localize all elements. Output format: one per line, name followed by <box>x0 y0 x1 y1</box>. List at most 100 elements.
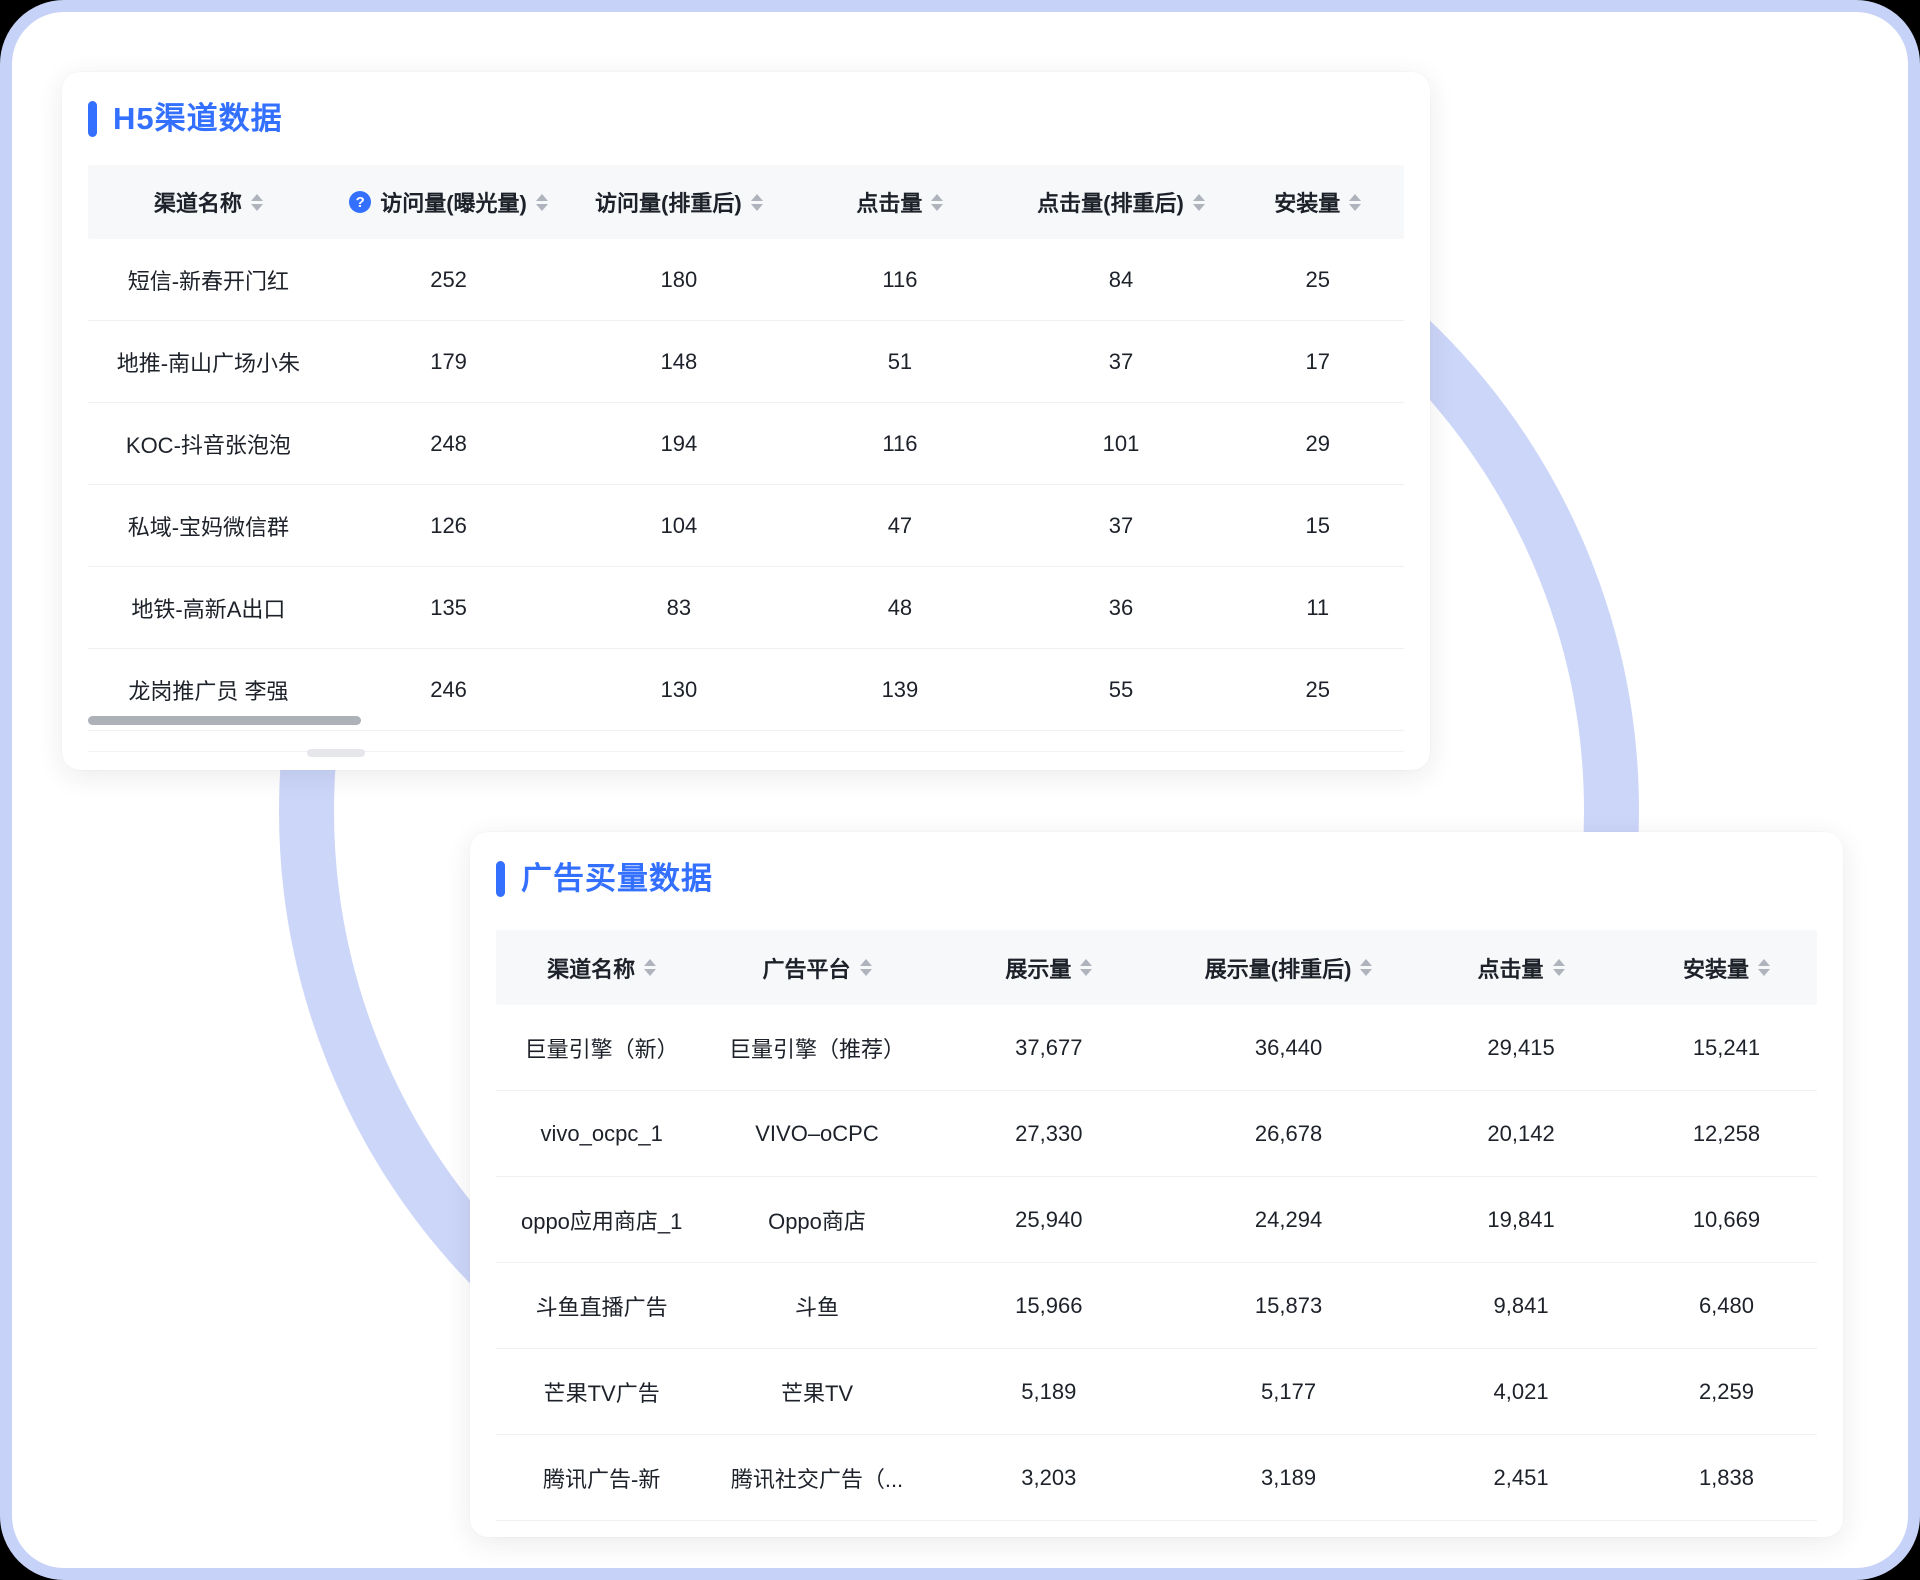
cell-value: 148 <box>660 348 698 374</box>
clipped-row-divider <box>88 751 1404 752</box>
cell-platform: Oppo商店 <box>768 1208 866 1234</box>
cell-value: 5,189 <box>1021 1378 1077 1404</box>
cell-value: 51 <box>887 348 913 374</box>
cell-value: 37 <box>1108 512 1134 538</box>
cell-value: 26,678 <box>1254 1120 1323 1146</box>
cell-channel-name: 地推-南山广场小朱 <box>116 350 301 376</box>
column-header-visits-dedup[interactable]: 访问量(排重后) <box>568 186 789 218</box>
cell-value: 116 <box>882 430 918 456</box>
ad-table: 渠道名称 广告平台 展示量 展示量(排重后) 点击量 安装量 <box>496 930 1817 1521</box>
sort-icon <box>250 193 263 211</box>
cell-value: 179 <box>430 348 467 374</box>
column-label: 展示量 <box>1005 956 1072 982</box>
column-header-installs[interactable]: 安装量 <box>1636 952 1817 984</box>
cell-value: 15,873 <box>1254 1292 1323 1318</box>
cell-platform: VIVO–oCPC <box>755 1120 879 1146</box>
column-label: 点击量(排重后) <box>1037 191 1184 216</box>
column-header-clicks-dedup[interactable]: 点击量(排重后) <box>1010 186 1231 218</box>
cell-value: 3,203 <box>1021 1464 1077 1490</box>
cell-value: 4,021 <box>1493 1378 1549 1404</box>
table-row: 巨量引擎（新） 巨量引擎（推荐） 37,677 36,440 29,415 15… <box>496 1005 1817 1091</box>
column-header-ad-platform[interactable]: 广告平台 <box>707 952 926 984</box>
horizontal-scrollbar-thumb[interactable] <box>88 716 361 725</box>
cell-platform: 腾讯社交广告（... <box>730 1466 904 1492</box>
cell-value: 2,259 <box>1698 1378 1754 1404</box>
cell-channel-name: 龙岗推广员 李强 <box>128 678 289 704</box>
h5-card-header: H5渠道数据 <box>62 72 1430 138</box>
cell-channel-name: 腾讯广告-新 <box>543 1466 661 1492</box>
cell-channel-name: 斗鱼直播广告 <box>535 1294 668 1320</box>
cell-value: 2,451 <box>1493 1464 1549 1490</box>
table-row: 芒果TV广告 芒果TV 5,189 5,177 4,021 2,259 <box>496 1349 1817 1435</box>
sort-icon <box>1080 959 1093 976</box>
cell-value: 15 <box>1305 512 1330 538</box>
cell-value: 3,189 <box>1261 1464 1317 1490</box>
sort-icon <box>1757 959 1770 976</box>
cell-value: 15,966 <box>1015 1292 1083 1318</box>
cell-value: 135 <box>430 594 467 620</box>
cell-platform: 巨量引擎（推荐） <box>728 1036 905 1062</box>
help-icon[interactable]: ? <box>349 191 372 213</box>
cell-value: 19,841 <box>1487 1206 1555 1232</box>
table-row: KOC-抖音张泡泡 248 194 116 101 29 <box>88 403 1404 485</box>
table-row: oppo应用商店_1 Oppo商店 25,940 24,294 19,841 1… <box>496 1177 1817 1263</box>
ad-card-header: 广告买量数据 <box>470 832 1843 898</box>
cell-value: 84 <box>1108 266 1134 292</box>
column-label: 访问量(排重后) <box>595 191 742 216</box>
clipped-row-artifact <box>307 749 365 757</box>
sort-icon <box>1192 193 1205 211</box>
cell-value: 27,330 <box>1015 1120 1083 1146</box>
cell-value: 25,940 <box>1015 1206 1083 1232</box>
h5-table: 渠道名称 ? 访问量(曝光量) 访问量(排重后) 点击量 点击量(排重后) <box>88 165 1404 731</box>
ad-data-card: 广告买量数据 渠道名称 广告平台 展示量 展示量(排重后) 点击量 <box>470 832 1843 1537</box>
column-header-channel-name[interactable]: 渠道名称 <box>496 952 707 984</box>
h5-table-header-row: 渠道名称 ? 访问量(曝光量) 访问量(排重后) 点击量 点击量(排重后) <box>88 165 1404 239</box>
cell-channel-name: 短信-新春开门红 <box>127 268 290 294</box>
sort-icon <box>1360 959 1373 976</box>
sort-icon <box>1349 193 1362 211</box>
sort-icon <box>535 193 548 211</box>
cell-value: 9,841 <box>1493 1292 1549 1318</box>
cell-value: 24,294 <box>1254 1206 1323 1232</box>
column-label: 点击量 <box>856 191 923 216</box>
column-header-impressions-dedup[interactable]: 展示量(排重后) <box>1171 952 1406 984</box>
cell-platform: 芒果TV <box>780 1380 854 1406</box>
column-header-channel-name[interactable]: 渠道名称 <box>88 186 329 218</box>
cell-value: 139 <box>881 676 919 702</box>
ad-table-header-row: 渠道名称 广告平台 展示量 展示量(排重后) 点击量 安装量 <box>496 930 1817 1005</box>
ad-card-title: 广告买量数据 <box>521 861 713 896</box>
column-header-clicks[interactable]: 点击量 <box>1406 952 1636 984</box>
column-label: 点击量 <box>1477 956 1544 982</box>
column-header-installs[interactable]: 安装量 <box>1232 186 1404 218</box>
cell-value: 5,177 <box>1261 1378 1317 1404</box>
table-row: 龙岗推广员 李强 246 130 139 55 25 <box>88 649 1404 731</box>
sort-icon <box>1552 959 1565 976</box>
cell-value: 55 <box>1108 676 1134 702</box>
column-label: 安装量 <box>1274 191 1341 216</box>
cell-channel-name: KOC-抖音张泡泡 <box>125 432 291 458</box>
column-label: 渠道名称 <box>547 956 636 982</box>
cell-value: 180 <box>660 266 698 292</box>
cell-value: 10,669 <box>1692 1206 1761 1232</box>
column-header-impressions[interactable]: 展示量 <box>927 952 1171 984</box>
column-header-clicks[interactable]: 点击量 <box>789 186 1010 218</box>
sort-icon <box>859 959 872 976</box>
cell-channel-name: 私域-宝妈微信群 <box>127 514 290 540</box>
column-header-visits-exposure[interactable]: ? 访问量(曝光量) <box>329 186 569 218</box>
sort-icon <box>750 193 763 211</box>
cell-value: 36 <box>1108 594 1134 620</box>
cell-platform: 斗鱼 <box>794 1294 839 1320</box>
cell-value: 83 <box>666 594 692 620</box>
table-row: vivo_ocpc_1 VIVO–oCPC 27,330 26,678 20,1… <box>496 1091 1817 1177</box>
cell-value: 116 <box>882 266 918 292</box>
table-row: 斗鱼直播广告 斗鱼 15,966 15,873 9,841 6,480 <box>496 1263 1817 1349</box>
cell-value: 20,142 <box>1487 1120 1555 1146</box>
cell-value: 246 <box>430 676 467 702</box>
cell-value: 15,241 <box>1692 1034 1761 1060</box>
cell-value: 25 <box>1305 676 1330 702</box>
table-row: 地铁-高新A出口 135 83 48 36 11 <box>88 567 1404 649</box>
cell-value: 47 <box>887 512 913 538</box>
column-label: 访问量(曝光量) <box>380 191 527 216</box>
cell-value: 1,838 <box>1698 1464 1754 1490</box>
cell-channel-name: 地铁-高新A出口 <box>131 596 286 622</box>
